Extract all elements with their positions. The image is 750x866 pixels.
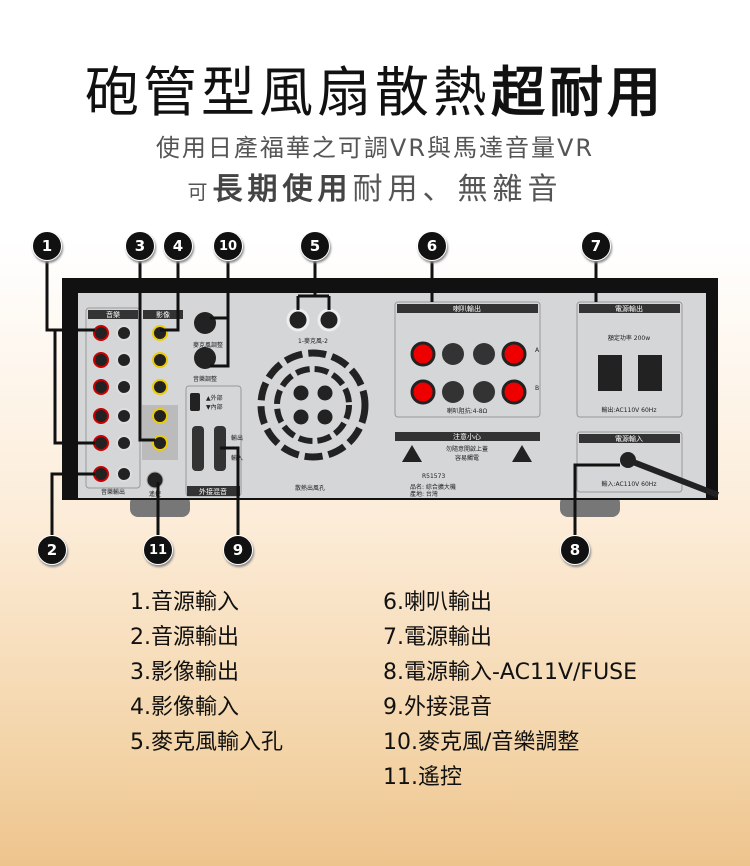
fan-label: 散熱出風孔 xyxy=(295,484,325,492)
callout-4: 4 xyxy=(163,231,193,261)
foot xyxy=(130,495,190,517)
legend-left: 1.音源輸入 2.音源輸出 3.影像輸出 4.影像輸入 5.麥克風輸入孔 xyxy=(130,585,283,760)
legend-item: 11.遙控 xyxy=(383,765,462,790)
music-adjust-label: 音樂調整 xyxy=(193,375,217,383)
caution-header: 注意小心 xyxy=(453,432,481,441)
video-header: 影像 xyxy=(156,310,170,319)
callout-9: 9 xyxy=(223,535,253,565)
mixer-header: 外接混音 xyxy=(199,487,227,496)
callout-8: 8 xyxy=(560,535,590,565)
headline-normal: 砲管型風扇散熱 xyxy=(85,61,491,124)
legend-item: 8.電源輸入-AC11V/FUSE xyxy=(383,660,638,685)
fan-grille xyxy=(257,349,369,461)
warning-icon xyxy=(402,445,422,462)
callout-5: 5 xyxy=(300,231,330,261)
legend-item: 5.麥克風輸入孔 xyxy=(130,730,283,755)
remote-label: 遙控 xyxy=(149,490,161,498)
rca-jacks-video xyxy=(142,325,178,460)
origin-label: 產地: 台灣 xyxy=(410,490,438,498)
headline-bold: 超耐用 xyxy=(491,60,665,124)
callout-7: 7 xyxy=(581,231,611,261)
mic-adjust-label: 麥克風調整 xyxy=(193,341,223,349)
int-label: ▼內部 xyxy=(206,403,223,411)
power-outlet xyxy=(638,355,662,391)
legend-item: 9.外接混音 xyxy=(383,695,492,720)
power-out-header: 電源輸出 xyxy=(615,304,643,313)
legend-item: 2.音源輸出 xyxy=(130,625,239,650)
subline-2-bold: 長期使用 xyxy=(212,172,353,207)
speaker-b-label: B xyxy=(535,385,539,392)
legend-item: 3.影像輸出 xyxy=(130,660,239,685)
power-out-spec: 輸出:AC110V 60Hz xyxy=(602,406,657,414)
power-in-header: 電源輸入 xyxy=(615,434,643,443)
warning-icon xyxy=(512,445,532,462)
legend-item: 1.音源輸入 xyxy=(130,590,239,615)
caution-text-2: 容易觸電 xyxy=(455,454,479,462)
power-cord xyxy=(626,457,720,498)
legend-item: 10.麥克風/音樂調整 xyxy=(383,730,580,755)
mixer-out-label: 輸出 xyxy=(231,434,243,442)
mic-jack-1 xyxy=(286,308,310,332)
callout-1: 1 xyxy=(32,231,62,261)
callout-lines xyxy=(45,261,620,535)
ext-label: ▲外部 xyxy=(206,394,223,402)
headline: 砲管型風扇散熱超耐用 xyxy=(0,48,750,127)
speaker-terminals xyxy=(410,341,527,405)
legend-item: 4.影像輸入 xyxy=(130,695,239,720)
subline-2-rest: 耐用、無雜音 xyxy=(352,172,563,207)
remote-jack xyxy=(146,471,164,489)
power-outlet xyxy=(598,355,622,391)
callout-2: 2 xyxy=(37,535,67,565)
panel-face xyxy=(78,293,706,498)
speaker-a-label: A xyxy=(535,347,540,354)
caution-text-1: 勿隨意開啟上蓋 xyxy=(446,445,488,453)
impedance-label: 喇叭阻抗:4-8Ω xyxy=(447,407,488,415)
cert-label: R51573 xyxy=(422,473,445,480)
callout-10: 10 xyxy=(213,231,243,261)
legend-item: 6.喇叭輸出 xyxy=(383,590,492,615)
callout-6: 6 xyxy=(417,231,447,261)
callout-11: 11 xyxy=(143,535,173,565)
subline-1: 使用日產福華之可調VR與馬達音量VR xyxy=(155,134,595,162)
rated-power-label: 額定功率 200w xyxy=(608,334,650,342)
legend-item: 7.電源輸出 xyxy=(383,625,492,650)
music-adjust-knob xyxy=(194,347,216,369)
mic-jack-2 xyxy=(317,308,341,332)
legend-right: 6.喇叭輸出 7.電源輸出 8.電源輸入-AC11V/FUSE 9.外接混音 1… xyxy=(383,585,637,795)
mic-jacks-label: 1-麥克風-2 xyxy=(298,337,328,345)
power-in-spec: 輸入:AC110V 60Hz xyxy=(602,480,657,488)
callout-3: 3 xyxy=(125,231,155,261)
product-label: 品名: 綜合擴大機 xyxy=(410,483,456,491)
audio-out-label: 音樂輸出 xyxy=(101,488,125,496)
speaker-header: 喇叭輸出 xyxy=(453,304,481,313)
mic-adjust-knob xyxy=(194,312,216,334)
subline-2-prefix: 可 xyxy=(187,180,213,204)
audio-header: 音樂 xyxy=(106,310,120,319)
subline-2: 可長期使用耐用、無雜音 xyxy=(0,164,750,208)
